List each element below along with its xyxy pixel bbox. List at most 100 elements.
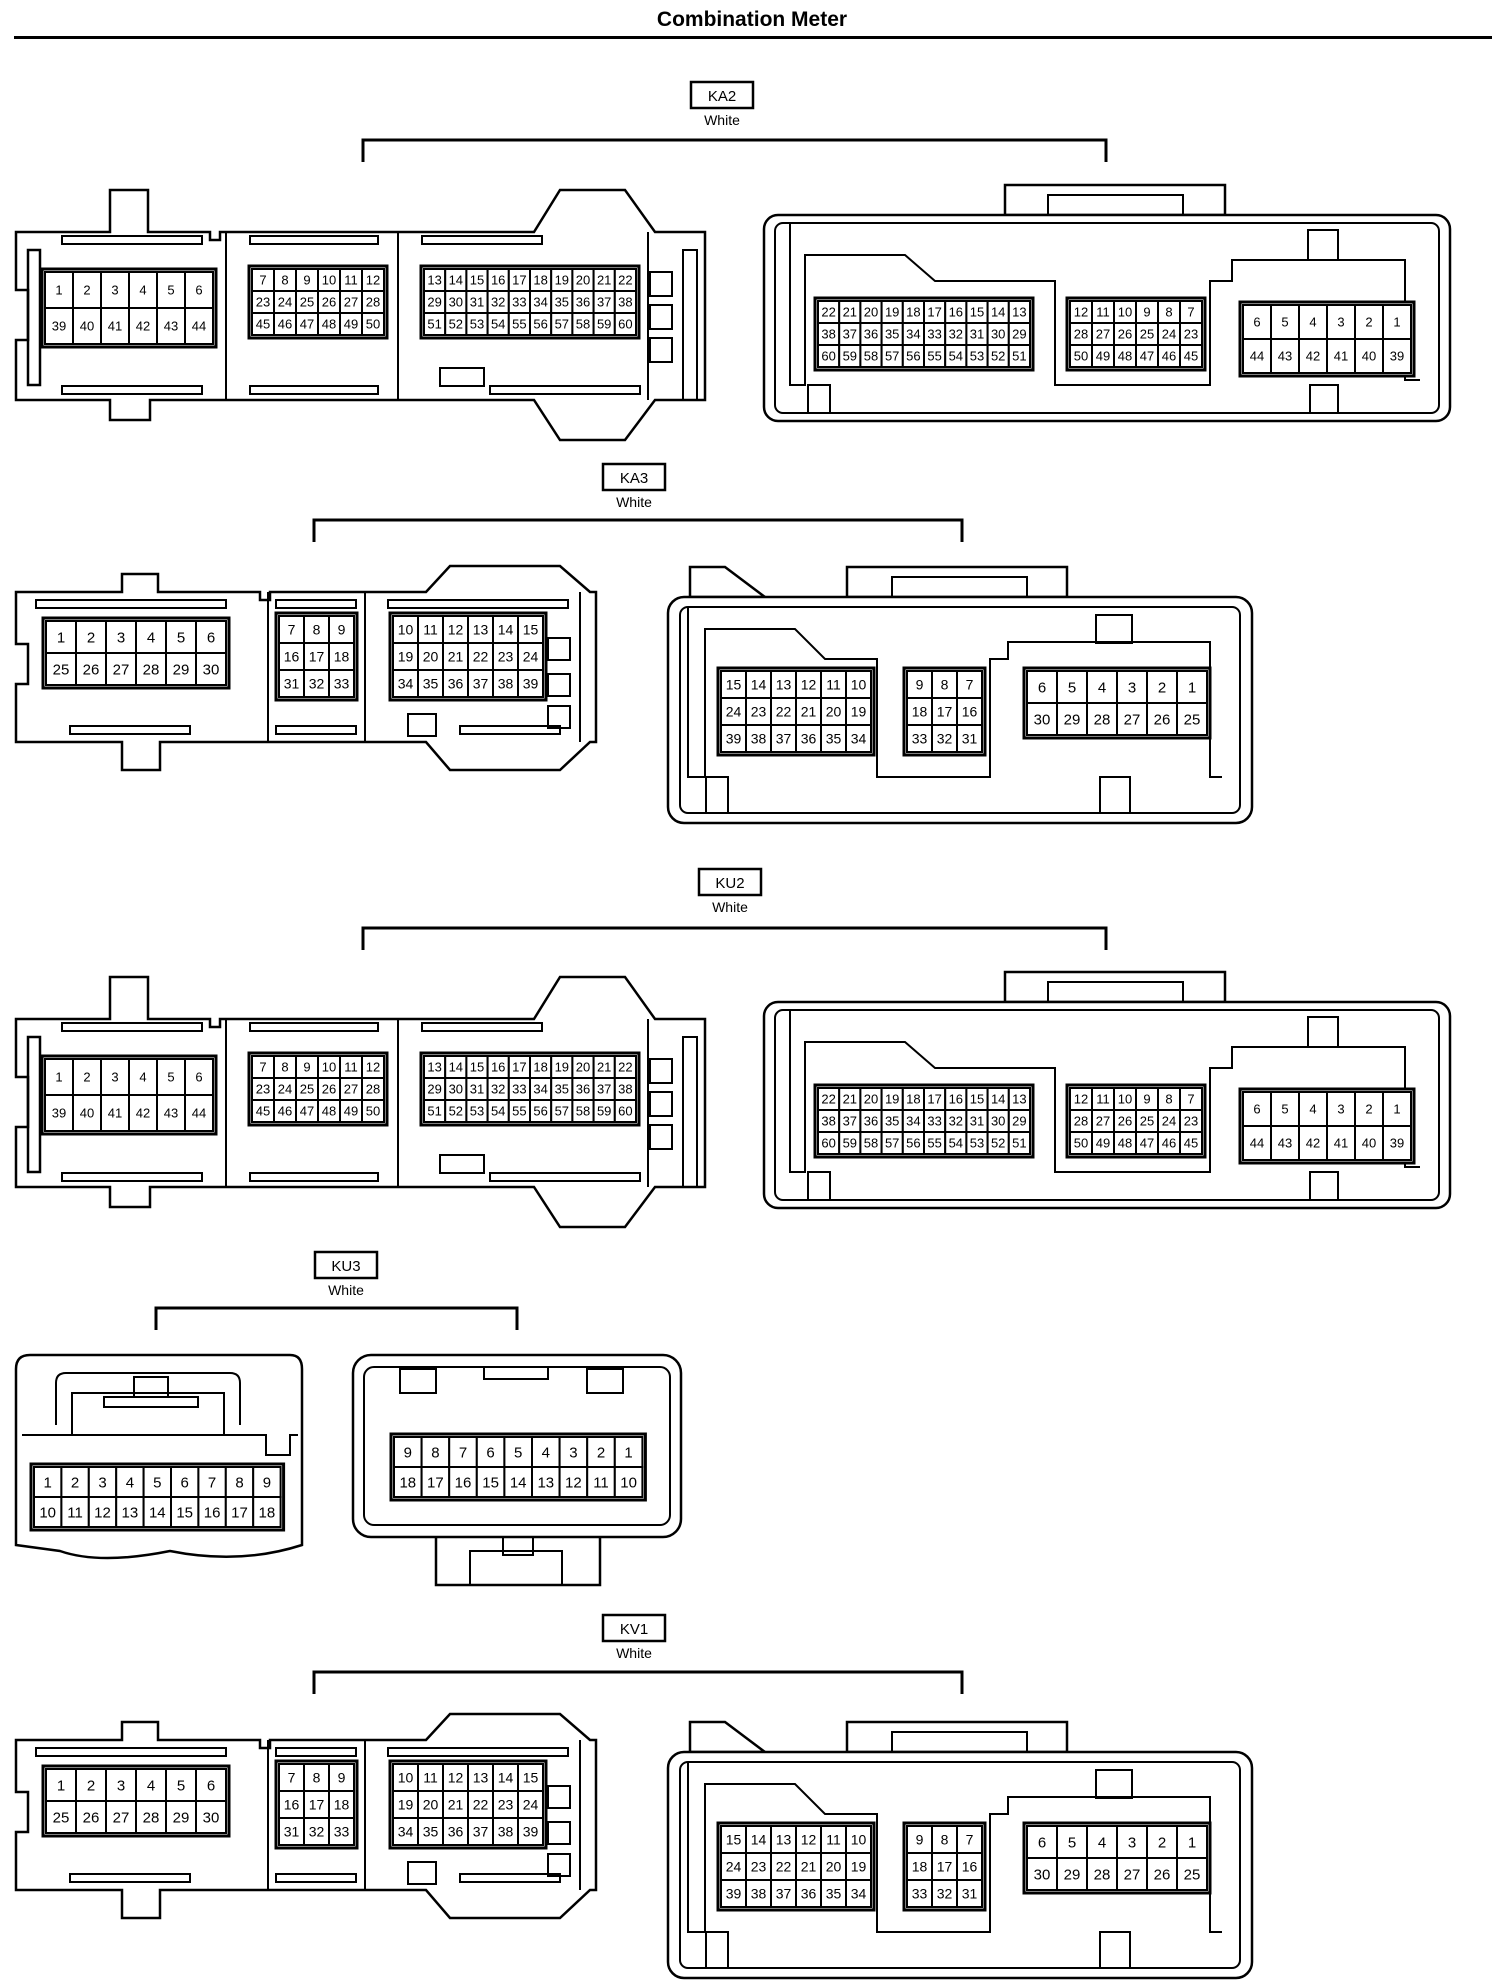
pin-cell bbox=[44, 307, 74, 345]
pin-number: 23 bbox=[751, 1859, 767, 1875]
pin-number: 10 bbox=[851, 677, 867, 693]
pin-number: 7 bbox=[288, 1770, 296, 1786]
pin-number: 37 bbox=[776, 1886, 792, 1902]
component-housing-inner bbox=[679, 1761, 1241, 1969]
pin-cell bbox=[361, 312, 385, 336]
pin-number: 31 bbox=[470, 1082, 484, 1097]
pin-number: 22 bbox=[776, 1859, 792, 1875]
pin-number: 36 bbox=[448, 1824, 464, 1840]
pin-number: 35 bbox=[885, 1114, 899, 1129]
pin-number: 27 bbox=[344, 1082, 358, 1097]
connector-bracket bbox=[312, 518, 964, 542]
pin-number: 37 bbox=[776, 731, 792, 747]
pin-cell bbox=[72, 307, 102, 345]
pin-number: 1 bbox=[57, 1777, 65, 1794]
pin-cell bbox=[906, 670, 933, 699]
pin-cell bbox=[1056, 702, 1088, 736]
connector-color: White bbox=[704, 112, 740, 128]
pin-cell bbox=[1086, 1857, 1118, 1891]
pin-number: 19 bbox=[398, 649, 414, 665]
pin-number: 12 bbox=[448, 1770, 464, 1786]
pin-cell bbox=[1242, 1125, 1272, 1161]
side-lock bbox=[649, 271, 673, 297]
component-corner-tab bbox=[688, 565, 769, 599]
pin-number: 41 bbox=[108, 319, 122, 334]
pin-number: 5 bbox=[1281, 315, 1288, 330]
pin-number: 6 bbox=[1253, 1102, 1260, 1117]
pin-number: 10 bbox=[39, 1504, 56, 1521]
pin-number: 22 bbox=[821, 1092, 835, 1107]
pin-number: 5 bbox=[177, 1777, 185, 1794]
pin-number: 42 bbox=[136, 1106, 150, 1121]
pin-number: 18 bbox=[399, 1474, 416, 1491]
pin-number: 30 bbox=[449, 1082, 463, 1097]
pin-number: 53 bbox=[470, 1104, 484, 1119]
pin-cell bbox=[392, 669, 419, 698]
latch-slot bbox=[35, 1747, 227, 1757]
pin-number: 21 bbox=[843, 305, 857, 320]
pin-cell bbox=[956, 670, 983, 699]
pin-cell bbox=[278, 669, 305, 698]
pin-number: 11 bbox=[344, 1060, 358, 1075]
pin-number: 43 bbox=[1278, 1136, 1292, 1151]
pin-number: 33 bbox=[927, 327, 941, 342]
pin-number: 4 bbox=[1309, 315, 1316, 330]
side-lock bbox=[649, 304, 673, 330]
pin-number: 13 bbox=[1012, 1092, 1026, 1107]
pin-number: 27 bbox=[1124, 1866, 1141, 1883]
pin-number: 14 bbox=[498, 1770, 514, 1786]
pin-number: 50 bbox=[1074, 349, 1088, 364]
pin-cell bbox=[492, 1817, 519, 1846]
pin-number: 9 bbox=[263, 1474, 271, 1491]
pin-number: 47 bbox=[300, 317, 314, 332]
pin-cell bbox=[517, 1817, 544, 1846]
pin-number: 6 bbox=[1253, 315, 1260, 330]
pin-number: 43 bbox=[1278, 349, 1292, 364]
connector-bracket bbox=[312, 1670, 964, 1694]
pin-number: 2 bbox=[1158, 1834, 1166, 1851]
pin-number: 16 bbox=[949, 1092, 963, 1107]
pin-cell bbox=[392, 1817, 419, 1846]
pin-number: 22 bbox=[618, 273, 632, 288]
connector-bracket bbox=[361, 138, 1108, 162]
pin-number: 17 bbox=[427, 1474, 444, 1491]
pin-cell bbox=[517, 1790, 544, 1819]
pin-cell bbox=[184, 1094, 214, 1132]
pin-cell bbox=[184, 271, 214, 309]
pin-number: 7 bbox=[966, 1832, 974, 1848]
side-lock bbox=[547, 637, 571, 661]
pin-cell bbox=[770, 1825, 797, 1854]
pin-number: 36 bbox=[576, 295, 590, 310]
pin-cell bbox=[1382, 338, 1412, 374]
pin-number: 20 bbox=[864, 1092, 878, 1107]
latch-slot bbox=[275, 1747, 357, 1757]
pin-number: 38 bbox=[751, 731, 767, 747]
pin-number: 37 bbox=[843, 327, 857, 342]
pin-number: 9 bbox=[916, 1832, 924, 1848]
pin-number: 57 bbox=[555, 1104, 569, 1119]
pin-cell bbox=[1056, 1857, 1088, 1891]
pin-number: 13 bbox=[776, 1832, 792, 1848]
pin-number: 23 bbox=[751, 704, 767, 720]
pin-number: 6 bbox=[486, 1444, 494, 1461]
pin-number: 56 bbox=[533, 317, 547, 332]
pin-number: 26 bbox=[322, 295, 336, 310]
pin-number: 18 bbox=[334, 649, 350, 665]
pin-cell bbox=[531, 1436, 561, 1468]
pin-cell bbox=[956, 724, 983, 753]
pin-number: 12 bbox=[448, 622, 464, 638]
pin-number: 17 bbox=[231, 1504, 248, 1521]
pin-number: 10 bbox=[322, 1060, 336, 1075]
pin-number: 19 bbox=[851, 1859, 867, 1875]
pin-cell bbox=[613, 1436, 644, 1468]
pin-number: 21 bbox=[597, 1060, 611, 1075]
pin-number: 16 bbox=[284, 1797, 300, 1813]
pin-number: 8 bbox=[313, 1770, 321, 1786]
pin-cell bbox=[745, 670, 772, 699]
pin-number: 9 bbox=[1143, 1092, 1150, 1107]
pin-number: 58 bbox=[864, 349, 878, 364]
